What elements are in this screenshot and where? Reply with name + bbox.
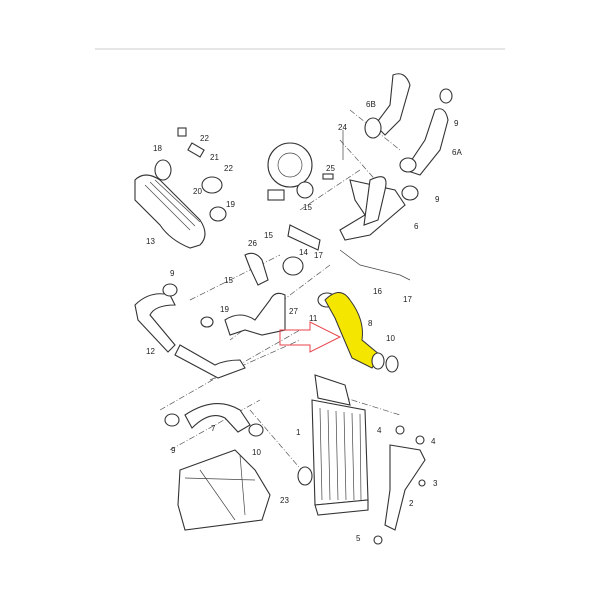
callout-22: 22	[200, 134, 209, 143]
callout-1: 1	[296, 428, 301, 437]
bolt-3	[418, 479, 426, 487]
callout-15: 15	[264, 231, 273, 240]
callout-15: 15	[303, 203, 312, 212]
bracket-2	[373, 425, 426, 545]
intake-duct-13	[134, 127, 227, 249]
callout-9: 9	[454, 119, 459, 128]
callout-2: 2	[409, 499, 414, 508]
hose-7	[164, 403, 264, 437]
callout-25: 25	[326, 164, 335, 173]
callout-22: 22	[224, 164, 233, 173]
clamp-18	[154, 159, 172, 181]
bolt-25	[322, 173, 334, 180]
callout-24: 24	[338, 123, 347, 132]
air-guide-23	[177, 449, 271, 531]
sensor-22	[177, 127, 187, 137]
clamp-19	[209, 206, 227, 222]
callout-10: 10	[386, 334, 395, 343]
callout-14: 14	[299, 248, 308, 257]
hose-27	[200, 252, 286, 336]
callout-17: 17	[403, 295, 412, 304]
callout-9: 9	[171, 446, 176, 455]
callout-21: 21	[210, 153, 219, 162]
hose-12	[134, 283, 246, 379]
callout-9: 9	[435, 195, 440, 204]
callout-13: 13	[146, 237, 155, 246]
bolt-5	[373, 535, 383, 545]
callout-16: 16	[373, 287, 382, 296]
intercooler-1	[297, 374, 369, 516]
callout-5: 5	[356, 534, 361, 543]
pipes-6	[339, 73, 453, 281]
valve-21	[187, 142, 205, 158]
bolt-4b	[415, 435, 425, 445]
callout-18: 18	[153, 144, 162, 153]
callout-4: 4	[377, 426, 382, 435]
hose-8-highlighted	[317, 292, 399, 373]
callout-6b: 6B	[366, 100, 376, 109]
bolt-4	[395, 425, 405, 435]
callout-19: 19	[220, 305, 229, 314]
callout-19: 19	[226, 200, 235, 209]
callout-8: 8	[368, 319, 373, 328]
callout-26: 26	[248, 239, 257, 248]
callout-15: 15	[224, 276, 233, 285]
callout-labels: 22 21 22 18 20 19 13 26 15 25 24 6B 9 6A…	[146, 100, 462, 543]
callout-17: 17	[314, 251, 323, 260]
callout-6a: 6A	[452, 148, 462, 157]
pipe-6A	[404, 108, 449, 176]
callout-23: 23	[280, 496, 289, 505]
callout-20: 20	[193, 187, 202, 196]
callout-11: 11	[309, 314, 318, 323]
callout-12: 12	[146, 347, 155, 356]
callout-27: 27	[289, 307, 298, 316]
callout-3: 3	[433, 479, 438, 488]
callout-9: 9	[170, 269, 175, 278]
turbocharger	[267, 142, 334, 276]
callout-4: 4	[431, 437, 436, 446]
callout-10: 10	[252, 448, 261, 457]
callout-6: 6	[414, 222, 419, 231]
valve-20	[201, 176, 223, 194]
highlight-arrow-icon	[279, 321, 342, 353]
valve-14	[287, 224, 321, 251]
callout-7: 7	[211, 424, 216, 433]
